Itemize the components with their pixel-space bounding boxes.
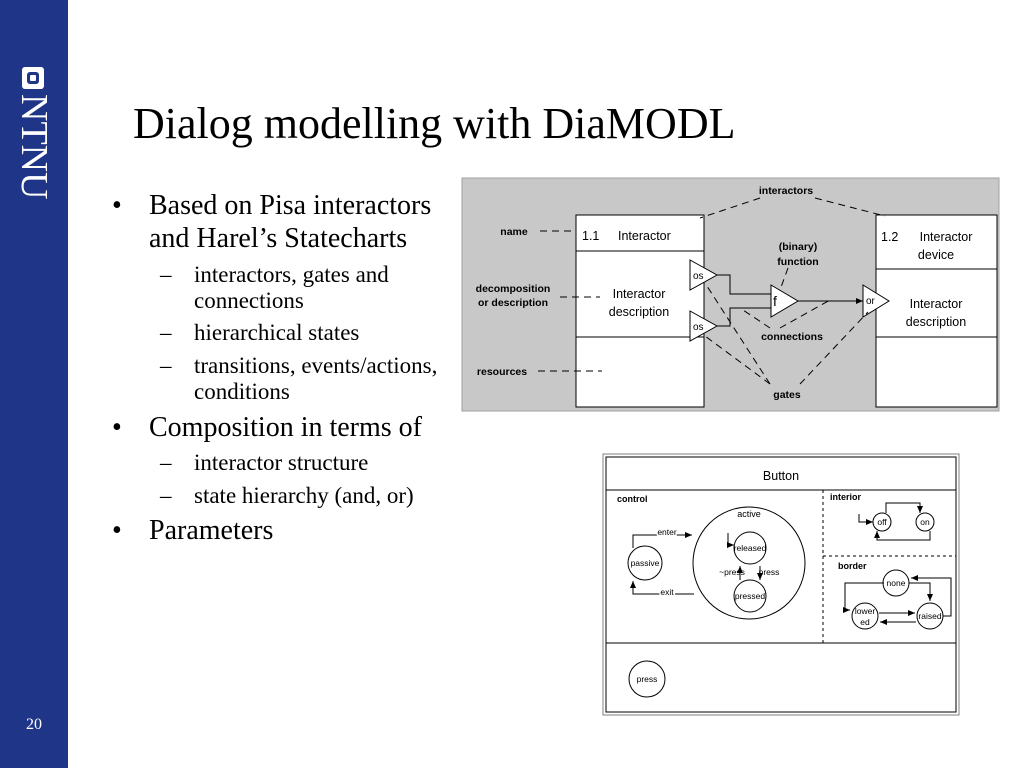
box2-title-line2: device [918, 248, 954, 262]
box1-title: Interactor [618, 229, 671, 243]
label-name: name [500, 226, 528, 238]
passive-label: passive [631, 558, 660, 568]
sub-bullet-item: –interactors, gates and connections [160, 261, 389, 313]
box1-number: 1.1 [582, 229, 599, 243]
active-state [692, 506, 806, 620]
box2-desc-line1: Interactor [910, 297, 963, 311]
bullet-text: Parameters [149, 515, 274, 547]
sub-bullet-item: –state hierarchy (and, or) [160, 482, 414, 508]
bullet-item: •Based on Pisa interactors and Harel’s S… [112, 190, 432, 254]
transition-none-lowered [843, 582, 884, 613]
label-decomposition: decomposition [476, 283, 551, 295]
press-label: press [759, 567, 780, 577]
box1-desc-line1: Interactor [613, 287, 666, 301]
pressed-label: pressed [735, 591, 766, 601]
sub-bullet-text: hierarchical states [194, 320, 360, 346]
label-function: function [777, 256, 818, 268]
box2-desc-line2: description [906, 315, 966, 329]
sidebar: NTNU 20 [0, 0, 68, 768]
function-node [770, 284, 799, 318]
transition-on-off [874, 531, 931, 541]
label-resources: resources [477, 366, 527, 378]
neg-press-label: ~press [719, 567, 745, 577]
raised-label: raised [918, 611, 941, 621]
bullet-list: •Based on Pisa interactors and Harel’s S… [108, 190, 468, 554]
button-title: Button [763, 469, 799, 483]
gate-label: or [866, 296, 876, 307]
connection-line [717, 307, 771, 327]
passive-state [627, 545, 663, 581]
interactor-box-2 [875, 214, 998, 408]
output-gate-2 [689, 310, 719, 342]
sub-bullet-text: transitions, events/actions, conditions [194, 352, 438, 405]
transition-enter [632, 532, 692, 548]
ntnu-logo-icon [22, 67, 44, 89]
on-state [915, 512, 935, 532]
label-gates: gates [773, 389, 801, 401]
lowered-label-line2: ed [860, 617, 870, 627]
box2-title-line1: Interactor [920, 230, 973, 244]
logo-text: NTNU [13, 94, 55, 200]
function-label: f [773, 293, 777, 309]
pressed-state [733, 579, 767, 613]
released-state [733, 531, 767, 565]
annotation-lines [538, 197, 886, 385]
label-interactors: interactors [759, 185, 813, 197]
released-label: released [734, 543, 767, 553]
bullet-item: •Composition in terms of [112, 411, 422, 443]
bullet-item: •Parameters [112, 515, 274, 547]
interior-label: interior [830, 492, 862, 502]
sub-bullet-item: –interactor structure [160, 450, 369, 476]
interactor-box-1 [575, 214, 705, 408]
initial-transition [727, 533, 734, 548]
initial-transition [858, 514, 873, 525]
transition-exit [630, 581, 694, 595]
box2-number: 1.2 [881, 230, 898, 244]
label-connections: connections [761, 331, 823, 343]
sub-bullet-text: state hierarchy (and, or) [194, 482, 414, 508]
sub-bullet-item: –hierarchical states [160, 320, 360, 346]
bullet-text: Based on Pisa interactors and Harel’s St… [149, 190, 432, 254]
enter-label: enter [657, 527, 677, 537]
transition-none-raised [909, 582, 933, 601]
none-label: none [887, 578, 906, 588]
off-label: off [877, 517, 887, 527]
press-gate [628, 660, 666, 698]
press-gate-label: press [637, 674, 658, 684]
exit-label: exit [660, 587, 674, 597]
button-statechart-diagram: Button control interior border active pa… [602, 453, 960, 716]
gate-label: os [693, 322, 704, 333]
border-label: border [838, 561, 867, 571]
transition-raised-none [911, 575, 952, 617]
interactor-notation-diagram: 1.1 Interactor Interactor description 1.… [461, 177, 1000, 412]
page-number: 20 [26, 716, 42, 733]
label-or-description: or description [478, 297, 548, 309]
lowered-label-line1: lower [855, 606, 875, 616]
label-binary: (binary) [779, 241, 818, 253]
box1-desc-line2: description [609, 305, 669, 319]
on-label: on [920, 517, 930, 527]
control-label: control [617, 494, 648, 504]
slide-title: Dialog modelling with DiaMODL [133, 99, 736, 148]
sub-bullet-item: –transitions, events/actions, conditions [160, 352, 438, 405]
active-label: active [737, 509, 761, 519]
sub-bullet-text: interactor structure [194, 450, 369, 476]
bullet-text: Composition in terms of [149, 411, 422, 443]
transition-off-on [885, 502, 923, 513]
lowered-state [851, 602, 879, 630]
output-gate-1 [689, 259, 719, 291]
gate-label: os [693, 271, 704, 282]
sub-bullet-text: interactors, gates and connections [194, 261, 389, 313]
connection-line [717, 274, 771, 295]
